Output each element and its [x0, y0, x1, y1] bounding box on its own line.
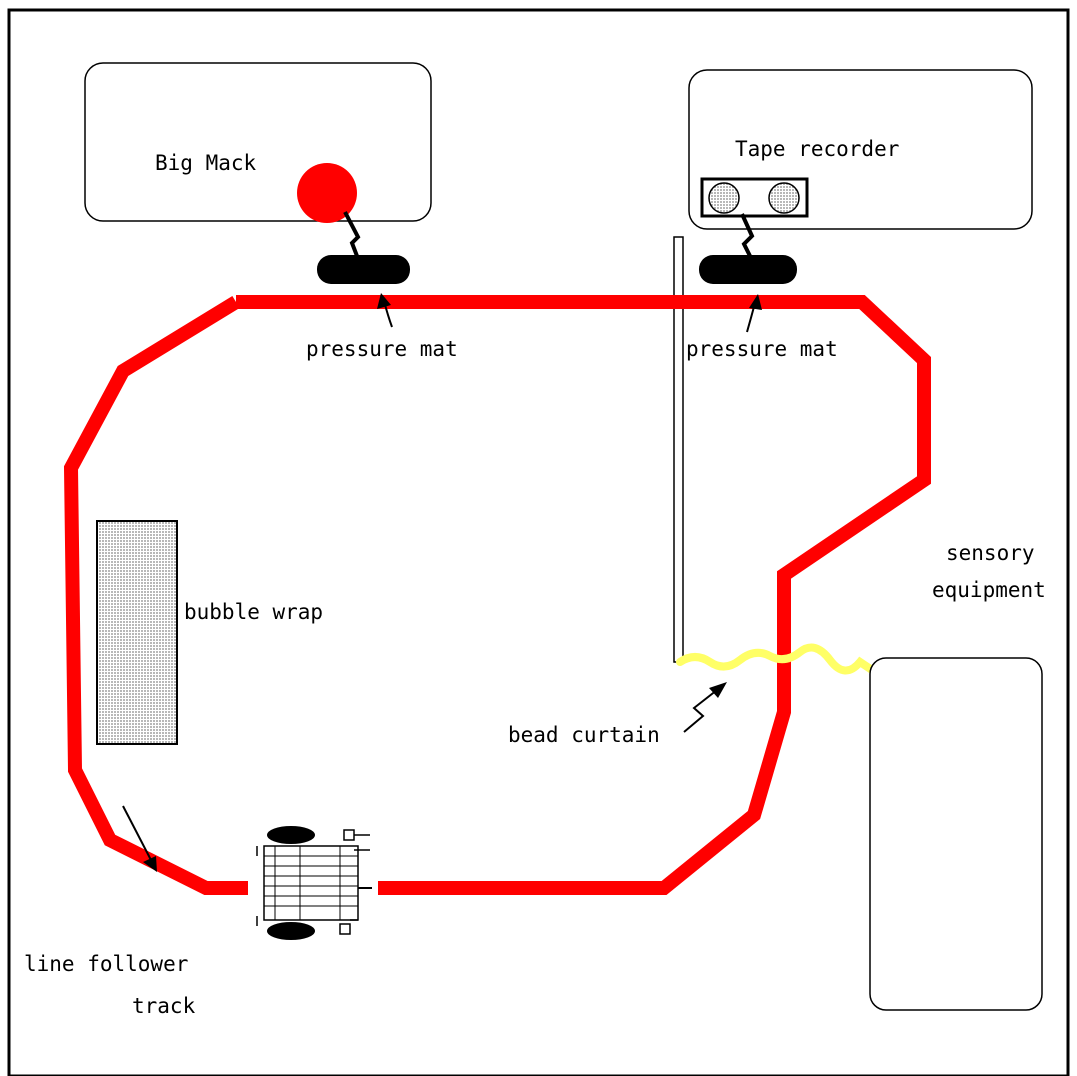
speaker-icon [708, 182, 740, 214]
speaker-icon [768, 182, 800, 214]
arrow-icon [122, 805, 157, 872]
arrow-icon [377, 293, 393, 328]
tape-recorder-cable [740, 213, 755, 257]
tape-recorder-label: Tape recorder [735, 137, 899, 161]
big-mack-cable [343, 211, 361, 257]
bead-curtain-label: bead curtain [508, 723, 660, 747]
sensory-equipment-label-line1: sensory [946, 541, 1035, 565]
bubble-wrap [96, 520, 178, 745]
pressure-mat-right[interactable] [699, 255, 797, 284]
big-mack-label: Big Mack [155, 151, 257, 175]
big-mack-button-icon[interactable] [297, 163, 357, 223]
line-follower-track [63, 296, 248, 895]
arrow-icon [746, 294, 762, 333]
sensory-equipment-label-line2: equipment [932, 578, 1046, 602]
bubble-wrap-label: bubble wrap [184, 600, 323, 624]
arrow-icon [683, 682, 727, 733]
line-follower-label-line2: track [132, 994, 196, 1018]
big-mack-box [84, 62, 432, 222]
line-follower-track [236, 295, 931, 895]
line-follower-label-line1: line follower [24, 952, 188, 976]
pressure-mat-left[interactable] [317, 255, 410, 284]
pressure-mat-right-label: pressure mat [686, 337, 838, 361]
bead-curtain [676, 643, 876, 675]
pressure-mat-left-label: pressure mat [306, 337, 458, 361]
outer-frame [7, 8, 1070, 1076]
sensory-equipment-box [869, 657, 1043, 1011]
line-follower-robot-icon[interactable] [256, 826, 372, 940]
